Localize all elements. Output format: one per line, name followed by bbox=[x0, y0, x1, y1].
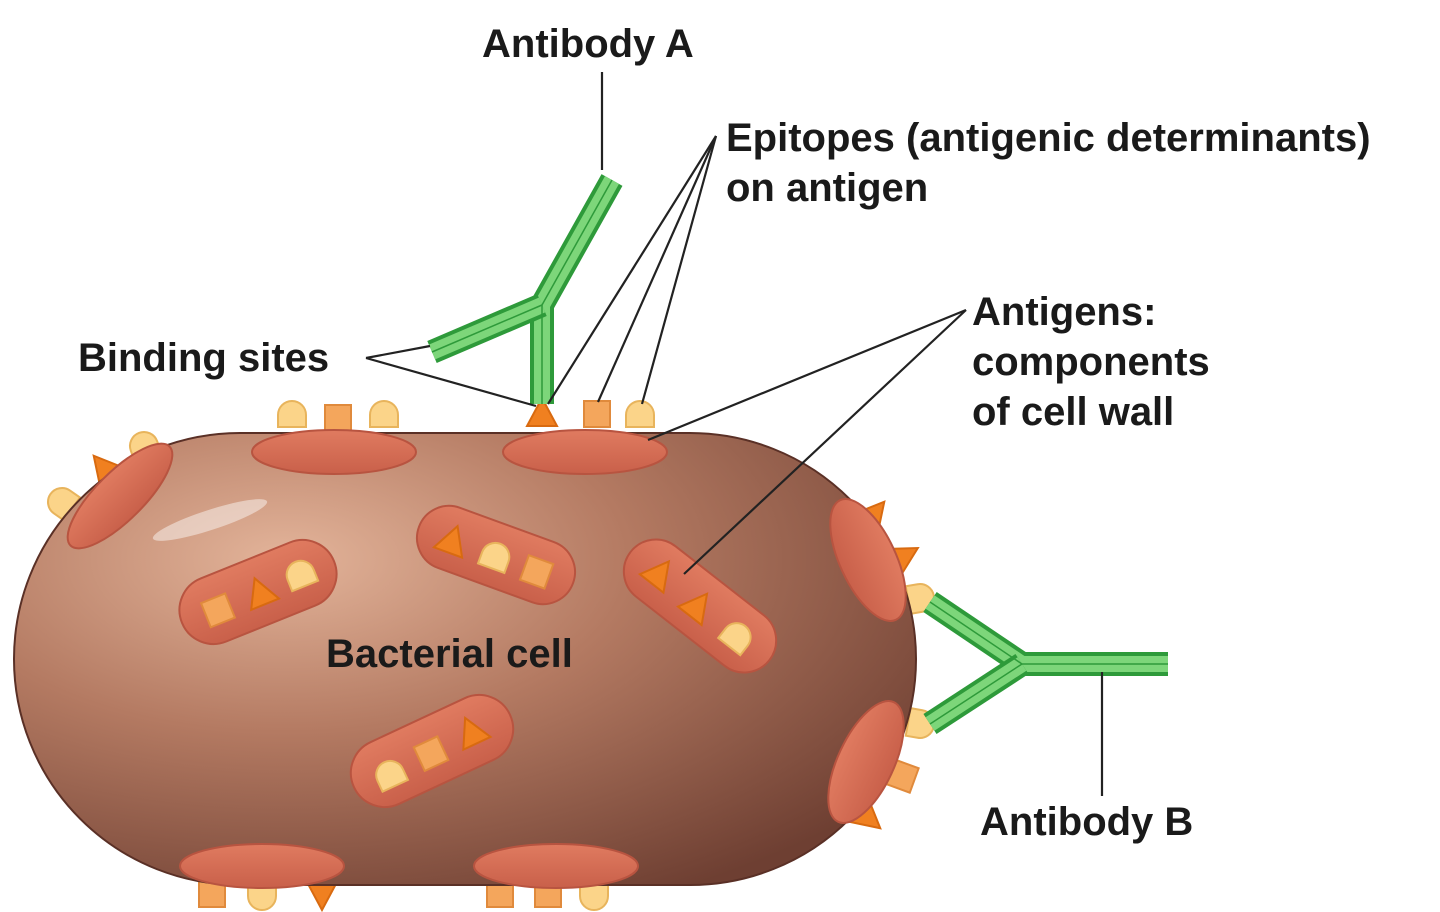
antigen-1 bbox=[178, 539, 338, 645]
surface-antigens bbox=[66, 429, 907, 889]
surface-epitopes-top bbox=[277, 397, 655, 432]
label-epitopes-line2: on antigen bbox=[726, 166, 929, 210]
antigen-4 bbox=[349, 694, 515, 808]
bacterial-cell-body bbox=[13, 432, 917, 886]
label-antigens-line1: Antigens: bbox=[972, 290, 1157, 334]
leader-lines bbox=[365, 72, 1104, 796]
label-binding-sites: Binding sites bbox=[78, 336, 330, 380]
antibody-a bbox=[427, 174, 623, 404]
label-antibody-b: Antibody B bbox=[980, 800, 1194, 844]
label-bacterial-cell: Bacterial cell bbox=[326, 632, 573, 676]
label-antigens-line3: of cell wall bbox=[972, 390, 1175, 434]
antibody-b bbox=[923, 592, 1168, 735]
antigen-2 bbox=[416, 504, 576, 606]
label-epitopes-line1: Epitopes (antigenic determinants) bbox=[726, 116, 1371, 160]
antigen-3 bbox=[622, 538, 778, 674]
label-antibody-a: Antibody A bbox=[482, 22, 694, 66]
label-antigens-line2: components bbox=[972, 340, 1210, 384]
